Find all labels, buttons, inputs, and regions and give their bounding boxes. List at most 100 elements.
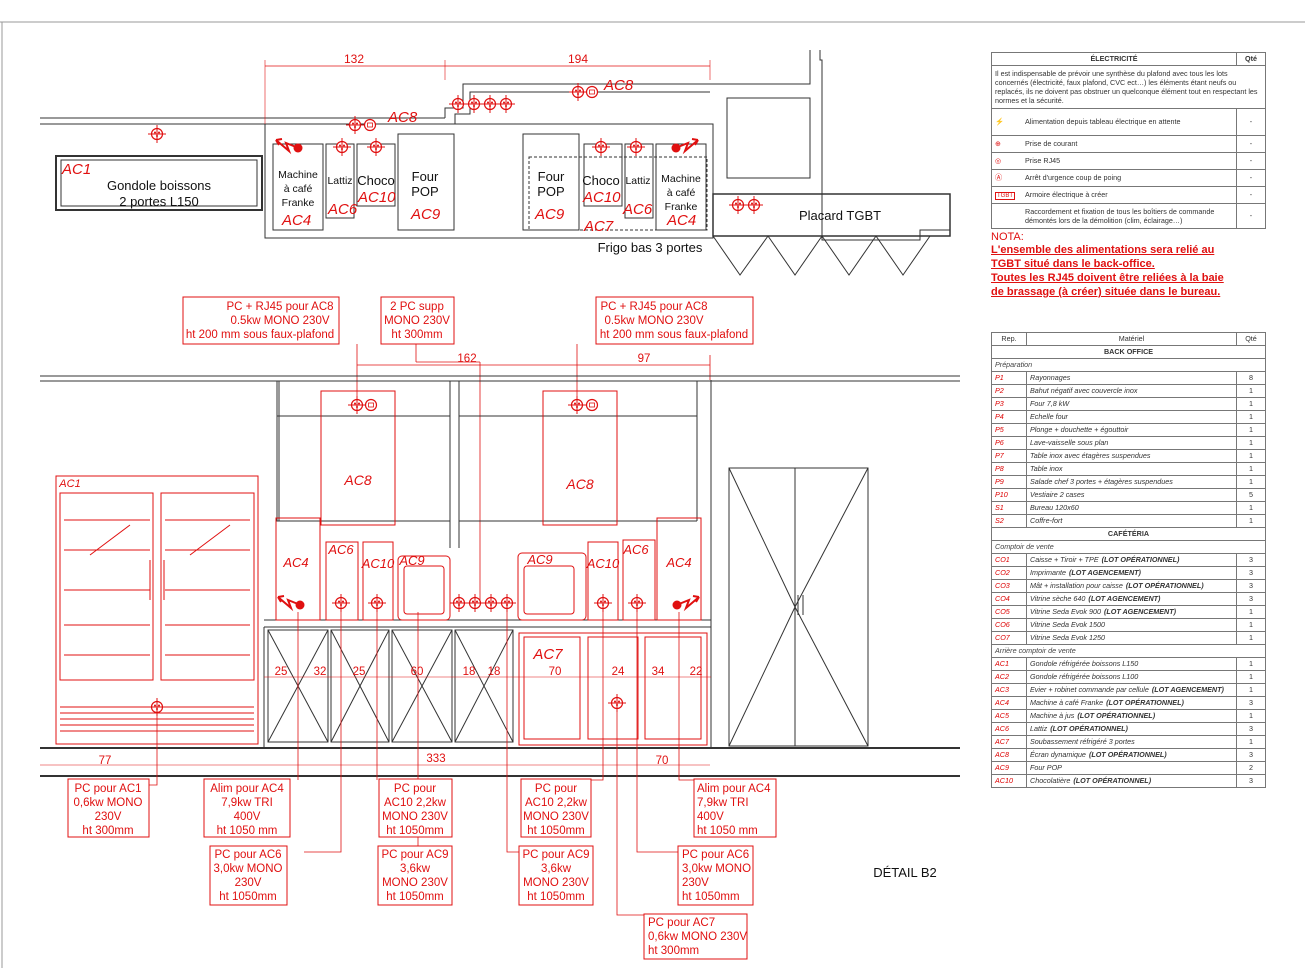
svg-text:AC1: AC1 (58, 478, 80, 490)
gondole-label: Gondole boissons (107, 178, 212, 193)
svg-text:AC10: AC10 (357, 189, 396, 206)
svg-text:AC4: AC4 (666, 212, 696, 229)
svg-text:ht 200 mm sous faux-plafond: ht 200 mm sous faux-plafond (600, 329, 748, 341)
svg-text:77: 77 (99, 755, 112, 767)
callout-line: 7,9kw TRI (697, 797, 749, 809)
callout-line: 400V (697, 811, 724, 823)
svg-text:18: 18 (463, 666, 476, 678)
svg-text:AC8: AC8 (603, 77, 634, 94)
svg-text:22: 22 (690, 666, 703, 678)
svg-text:Lattiz: Lattiz (625, 175, 650, 187)
power-feed-icon: ⚡ (995, 117, 1004, 126)
callout-line: PC pour AC9 (522, 849, 589, 861)
svg-text:AC9: AC9 (410, 206, 441, 223)
callout-line: MONO 230V (382, 811, 448, 823)
callout-line: PC pour AC6 (214, 849, 281, 861)
callout-line: PC pour AC7 (648, 917, 715, 929)
svg-text:70: 70 (656, 755, 669, 767)
svg-text:0.5kw MONO 230V: 0.5kw MONO 230V (604, 315, 703, 327)
power-feed-icon (671, 595, 700, 611)
dim-194: 194 (568, 52, 588, 66)
detail-label: DÉTAIL B2 (873, 865, 937, 880)
svg-text:AC6: AC6 (622, 542, 649, 557)
callout-line: 3,6kw (541, 863, 572, 875)
svg-text:AC8: AC8 (387, 109, 418, 126)
callout-line: ht 1050mm (527, 891, 585, 903)
callout-line: MONO 230V (523, 877, 589, 889)
svg-text:25: 25 (275, 666, 288, 678)
svg-text:AC6: AC6 (622, 201, 653, 218)
callout-line: ht 300mm (648, 945, 699, 957)
svg-text:AC8: AC8 (343, 472, 371, 488)
nota-text: L'ensemble des alimentations sera relié … (991, 244, 1224, 298)
callout-line: MONO 230V (523, 811, 589, 823)
callout-line: ht 1050mm (386, 891, 444, 903)
svg-text:2 PC supp: 2 PC supp (390, 301, 444, 313)
callout-line: ht 1050mm (527, 825, 585, 837)
callout-line: AC10 2,2kw (384, 797, 447, 809)
callout-line: PC pour AC9 (381, 849, 448, 861)
emergency-stop-icon: Ⓐ (995, 173, 1003, 182)
callout-line: 230V (682, 877, 709, 889)
callout-line: ht 1050 mm (217, 825, 278, 837)
svg-text:162: 162 (457, 353, 476, 365)
svg-text:à café: à café (667, 187, 696, 199)
svg-text:70: 70 (549, 666, 562, 678)
svg-text:Franke: Franke (665, 201, 698, 213)
rj45-icon: ◎ (995, 156, 1002, 165)
callout-line: Alim pour AC4 (210, 783, 284, 795)
svg-text:PC + RJ45 pour AC8: PC + RJ45 pour AC8 (600, 301, 707, 313)
callout-line: ht 1050mm (219, 891, 277, 903)
svg-text:AC6: AC6 (327, 201, 358, 218)
svg-text:PC + RJ45 pour AC8: PC + RJ45 pour AC8 (226, 301, 333, 313)
svg-text:18: 18 (488, 666, 501, 678)
svg-text:333: 333 (426, 753, 445, 765)
callout-line: ht 1050mm (386, 825, 444, 837)
svg-text:60: 60 (411, 666, 424, 678)
outlet-icon: ⊕ (995, 139, 1002, 148)
callout-line: PC pour (394, 783, 436, 795)
svg-text:2 portes L150: 2 portes L150 (119, 194, 199, 209)
callout-line: 3,6kw (400, 863, 431, 875)
nota-title: NOTA: (991, 231, 1024, 243)
callout-line: PC pour AC1 (74, 783, 141, 795)
power-feed-icon (277, 595, 306, 611)
svg-text:Choco: Choco (582, 173, 620, 188)
svg-text:34: 34 (652, 666, 665, 678)
callout-line: PC pour (535, 783, 577, 795)
callout-line: MONO 230V (382, 877, 448, 889)
callout-line: 3,0kw MONO (213, 863, 282, 875)
svg-text:AC4: AC4 (282, 555, 308, 570)
dim-132: 132 (344, 52, 364, 66)
callout-line: 3,0kw MONO (682, 863, 751, 875)
svg-text:AC9: AC9 (398, 553, 424, 568)
svg-text:AC9: AC9 (526, 552, 552, 567)
callout-line: PC pour AC6 (682, 849, 749, 861)
svg-text:AC7: AC7 (532, 646, 563, 663)
power-feed-icon (275, 138, 304, 154)
callout-line: ht 1050mm (682, 891, 740, 903)
svg-text:ht 300mm: ht 300mm (391, 329, 442, 341)
svg-text:ht 200 mm sous faux-plafond: ht 200 mm sous faux-plafond (186, 329, 334, 341)
materials-table: Rep. Matériel Qté BACK OFFICE Préparatio… (991, 332, 1266, 788)
svg-text:AC8: AC8 (565, 476, 593, 492)
